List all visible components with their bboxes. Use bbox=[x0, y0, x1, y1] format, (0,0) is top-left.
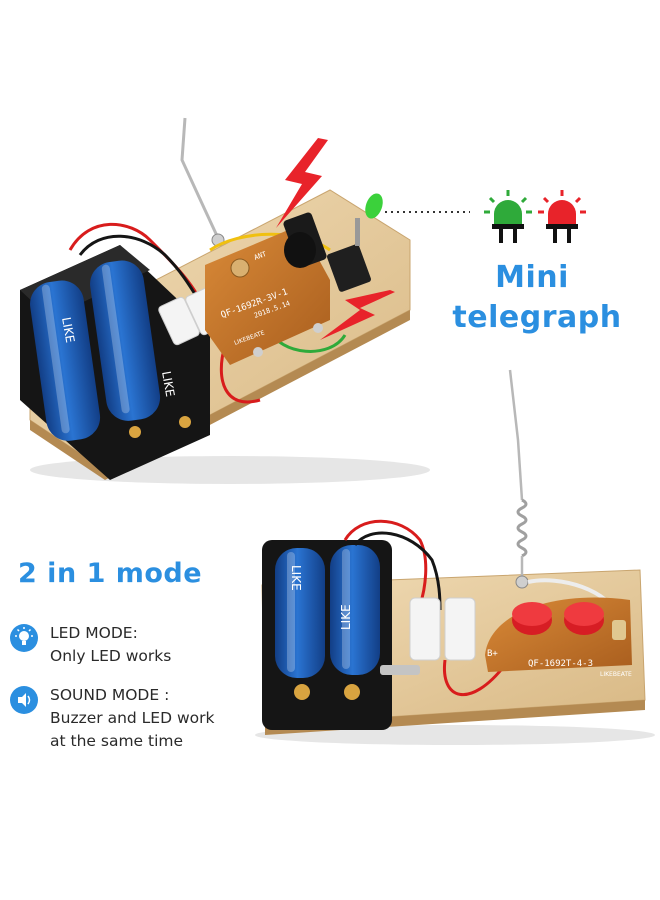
battery-label-3: LIKE bbox=[289, 565, 303, 591]
battery-label-2: LIKE bbox=[159, 370, 177, 398]
bulb-icon bbox=[10, 624, 38, 652]
speaker-icon bbox=[10, 686, 38, 714]
pcb-mark: B+ bbox=[487, 649, 498, 659]
sound-mode-title: SOUND MODE : bbox=[50, 686, 170, 704]
pcb-brand-sender: LIKEBEATE bbox=[600, 671, 632, 678]
battery-label-1: LIKE bbox=[59, 316, 77, 344]
mode-heading: 2 in 1 mode bbox=[18, 558, 203, 589]
pcb-label-sender: QF-1692T-4-3 bbox=[528, 659, 593, 669]
sound-lightning bbox=[276, 138, 395, 340]
headline-line-1: Mini bbox=[495, 260, 569, 295]
headline-line-2: telegraph bbox=[452, 300, 622, 335]
sound-mode-desc-2: at the same time bbox=[50, 732, 184, 750]
receiver-board: LIKE LIKE QF-1692R-3V-1 2018.5.14 ANT LI… bbox=[20, 117, 430, 484]
battery-label-4: LIKE bbox=[339, 604, 353, 630]
green-led-icon bbox=[484, 190, 532, 243]
sound-mode-desc-1: Buzzer and LED work bbox=[50, 709, 215, 727]
red-led-icon bbox=[538, 190, 586, 243]
sender-board: LIKE LIKE QF-1692T-4-3 B+ LIKEBEATE bbox=[255, 369, 655, 745]
led-mode-desc: Only LED works bbox=[50, 647, 172, 665]
led-mode-title: LED MODE: bbox=[50, 624, 138, 642]
